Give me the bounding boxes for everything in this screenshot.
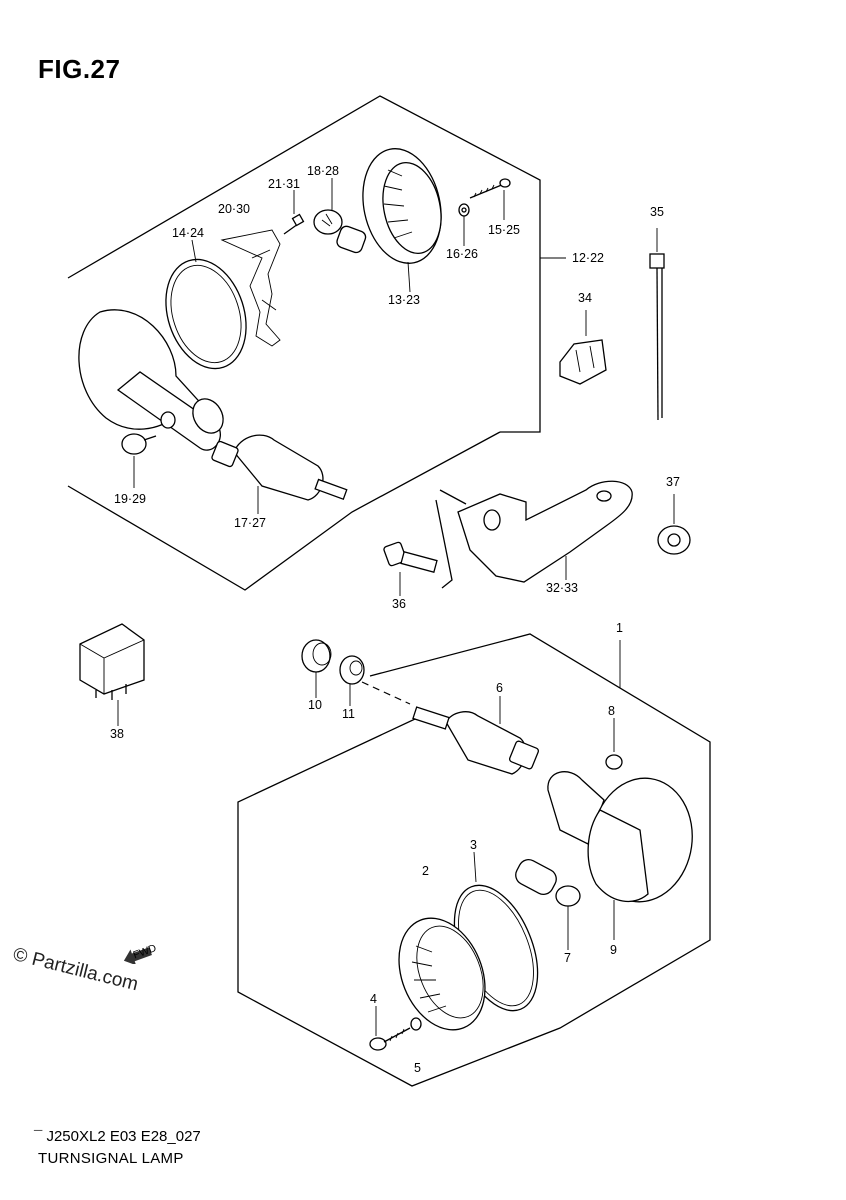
callout-10: 10 <box>308 698 322 712</box>
callout-17-27: 17·27 <box>234 516 266 530</box>
relay[interactable] <box>79 623 145 726</box>
callout-16-26: 16·26 <box>446 247 478 261</box>
lens-screw[interactable] <box>469 178 511 220</box>
lower-assembly-frame <box>237 633 711 1087</box>
lamp-body[interactable] <box>78 309 229 451</box>
callout-11: 11 <box>342 707 355 721</box>
callout-19-29: 19·29 <box>114 492 146 506</box>
callout-3: 3 <box>470 838 477 852</box>
callout-2: 2 <box>422 864 429 878</box>
callout-14-24: 14·24 <box>172 226 204 240</box>
callout-1: 1 <box>616 621 623 635</box>
bracket-nut[interactable] <box>657 494 691 555</box>
body-screw[interactable] <box>121 433 157 488</box>
lens-washer[interactable] <box>458 203 470 246</box>
diagram-code: ¯ J250XL2 E03 E28_027 <box>34 1128 201 1145</box>
callout-38: 38 <box>110 727 124 741</box>
callout-32-33: 32·33 <box>546 581 578 595</box>
callout-5: 5 <box>414 1061 421 1075</box>
callout-4: 4 <box>370 992 377 1006</box>
callout-34: 34 <box>578 291 592 305</box>
callout-37: 37 <box>666 475 680 489</box>
bracket-bolt[interactable] <box>383 541 438 596</box>
callout-9: 9 <box>610 943 617 957</box>
gasket[interactable] <box>220 229 281 347</box>
callout-20-30: 20·30 <box>218 202 250 216</box>
lower-nut[interactable] <box>605 718 623 770</box>
callout-12-22: 12·22 <box>572 251 604 265</box>
mounting-bracket[interactable] <box>457 480 633 583</box>
lower-lens[interactable] <box>383 905 501 1043</box>
forward-arrow-icon: FWD <box>123 944 158 964</box>
small-screw[interactable] <box>283 190 305 235</box>
partzilla-watermark: © Partzilla.com FWD <box>11 940 166 1010</box>
callout-6: 6 <box>496 681 503 695</box>
forward-arrow-label: FWD <box>132 944 158 961</box>
stalk[interactable] <box>211 434 348 514</box>
callout-21-31: 21·31 <box>268 177 300 191</box>
cable-tie[interactable] <box>649 228 665 421</box>
lamp-housing[interactable] <box>547 771 700 940</box>
upper-assembly-frame <box>67 95 566 591</box>
callout-8: 8 <box>608 704 615 718</box>
collar[interactable] <box>339 655 365 706</box>
callout-35: 35 <box>650 205 664 219</box>
diagram-caption: TURNSIGNAL LAMP <box>38 1150 184 1167</box>
rubber-ring[interactable] <box>153 239 260 379</box>
grommet[interactable] <box>301 639 332 698</box>
lower-bulb[interactable] <box>512 856 581 950</box>
bulb[interactable] <box>313 178 367 254</box>
lower-screw[interactable] <box>369 1006 422 1051</box>
callout-7: 7 <box>564 951 571 965</box>
clamp[interactable] <box>559 310 607 385</box>
figure-title: FIG.27 <box>38 54 121 84</box>
lower-stalk[interactable] <box>412 696 539 775</box>
callout-18-28: 18·28 <box>307 164 339 178</box>
lens-housing[interactable] <box>353 141 451 293</box>
callout-13-23: 13·23 <box>388 293 420 307</box>
callout-36: 36 <box>392 597 406 611</box>
callout-15-25: 15·25 <box>488 223 520 237</box>
